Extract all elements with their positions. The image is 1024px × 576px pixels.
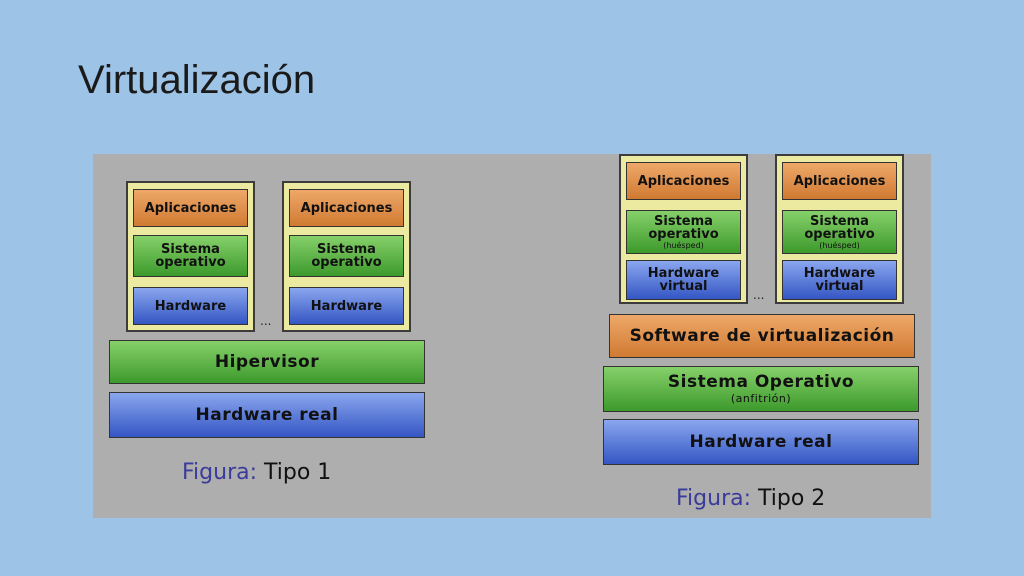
type2-real-hardware: Hardware real [603, 419, 919, 465]
type2-vm1-applications: Aplicaciones [626, 162, 741, 200]
type1-vm2-hardware: Hardware [289, 287, 404, 325]
type1-vm1-applications: Aplicaciones [133, 189, 248, 227]
type2-vm1-virtual-hardware: Hardware virtual [626, 260, 741, 300]
type2-vm2-applications: Aplicaciones [782, 162, 897, 200]
type2-vm-1: Aplicaciones Sistema operativo (huésped)… [619, 154, 748, 304]
type1-vm2-applications: Aplicaciones [289, 189, 404, 227]
type2-vm2-os: Sistema operativo (huésped) [782, 210, 897, 254]
type2-vm-2: Aplicaciones Sistema operativo (huésped)… [775, 154, 904, 304]
type2-host-os: Sistema Operativo (anfitrión) [603, 366, 919, 412]
type1-real-hardware: Hardware real [109, 392, 425, 438]
type1-vm-1: Aplicaciones Sistema operativo Hardware [126, 181, 255, 332]
type1-vm1-os: Sistema operativo [133, 235, 248, 277]
type2-virtualization-software: Software de virtualización [609, 314, 915, 358]
type1-vm1-hardware: Hardware [133, 287, 248, 325]
type2-vm1-os: Sistema operativo (huésped) [626, 210, 741, 254]
type1-vm-2: Aplicaciones Sistema operativo Hardware [282, 181, 411, 332]
type2-vm2-virtual-hardware: Hardware virtual [782, 260, 897, 300]
type2-ellipsis: ... [753, 288, 765, 302]
type2-caption: Figura: Tipo 2 [676, 486, 826, 511]
type1-vm2-os: Sistema operativo [289, 235, 404, 277]
type1-ellipsis: ... [260, 314, 272, 328]
type1-caption: Figura: Tipo 1 [182, 460, 332, 485]
diagram-panel: Aplicaciones Sistema operativo Hardware … [93, 154, 931, 518]
slide-title: Virtualización [78, 58, 316, 102]
type1-hypervisor: Hipervisor [109, 340, 425, 384]
